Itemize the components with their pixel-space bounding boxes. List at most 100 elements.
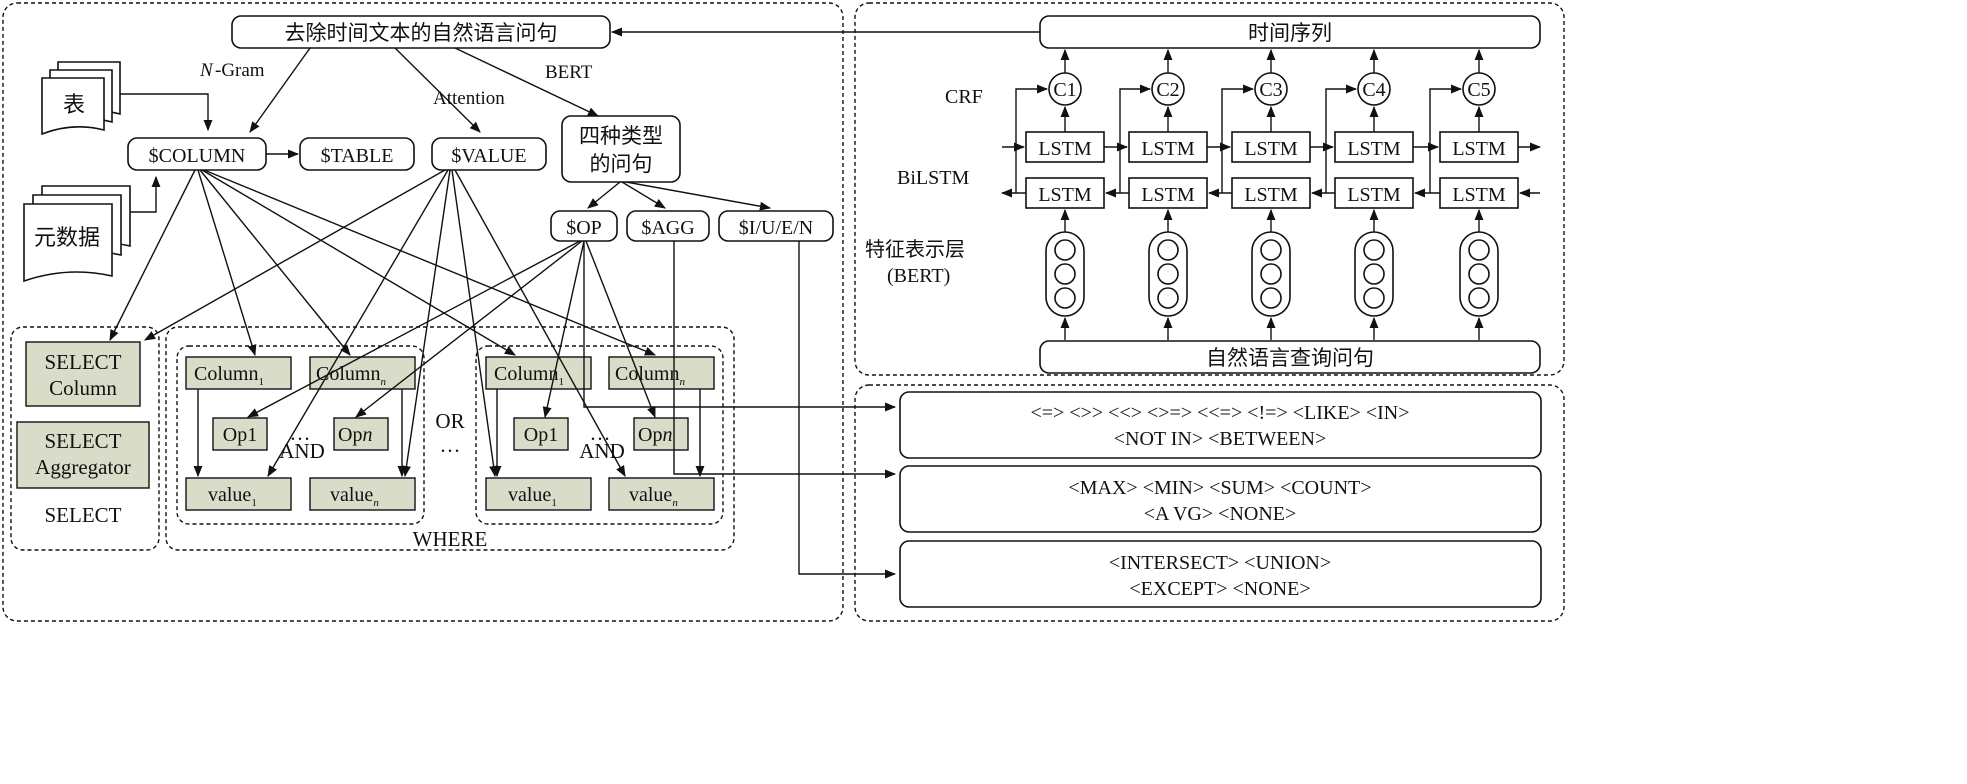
lstm-backward [1231,177,1311,209]
clause2-valuen-text: valuen [629,484,678,509]
lstm-backward-label: LSTM [1244,184,1298,206]
bilstm-crf-panel [854,2,1565,376]
edge-question-four-types [454,47,600,117]
lstm-col-5: C5 LSTM LSTM [1429,48,1519,340]
iuen-placeholder [718,210,834,242]
edge-question-value [394,47,481,133]
where-group [165,326,735,551]
set-operation-line2: <EXCEPT> <NONE> [1129,578,1310,600]
lstm-backward [1025,177,1105,209]
time-sequence-text: 时间序列 [1248,21,1332,45]
lstm-backward [1128,177,1208,209]
edge-op-to-opsets [583,241,897,412]
question-box [231,15,611,49]
lstm-backward [1439,177,1519,209]
crf-label: CRF [945,86,983,108]
lstm-col-4: C4 LSTM LSTM [1325,48,1414,340]
clause1-value1-text: value1 [208,484,257,509]
left-panel [2,2,844,622]
crf-node-label: C4 [1362,79,1385,101]
clause2-op1 [513,417,569,451]
lstm-forward-label: LSTM [1038,138,1092,160]
clause1-and: AND [279,439,325,463]
agg-placeholder [626,210,710,242]
metadata-doc-label: 元数据 [34,225,100,250]
agg-placeholder-text: $AGG [641,217,694,239]
lstm-recurrent-edges [1000,142,1542,198]
clause1-valuen-text: valuen [330,484,379,509]
table-doc-label: 表 [63,92,85,117]
lstm-col-3: C3 LSTM LSTM [1221,48,1311,340]
lstm-forward-label: LSTM [1141,138,1195,160]
clause2-op1-text: Op1 [524,424,558,446]
operator-set-line2: <NOT IN> <BETWEEN> [1114,428,1327,450]
select-aggregator-line1: SELECT [45,429,122,453]
column-fanout-edges [109,169,657,357]
column-placeholder-text: $COLUMN [149,145,246,167]
where-clause-2 [475,345,724,525]
value-fanout-edges [144,169,626,478]
where-group-label: WHERE [413,527,488,551]
clause1-op1-text: Op1 [223,424,257,446]
question-text: 去除时间文本的自然语言问句 [285,21,558,45]
edge-agg-to-aggsets [673,241,897,479]
lstm-backward-label: LSTM [1141,184,1195,206]
lstm-col-1: C1 LSTM LSTM [1015,48,1105,340]
table-placeholder-text: $TABLE [321,145,394,167]
clause1-valuen [309,477,416,511]
set-operation-line1: <INTERSECT> <UNION> [1109,552,1331,574]
edge-types-op [587,181,621,209]
crf-node-label: C2 [1156,79,1179,101]
ngram-n-label: N [199,60,214,81]
clause1-value1 [185,477,292,511]
select-aggregator-line2: Aggregator [35,455,131,479]
attention-label: Attention [433,88,505,109]
or-label: OR [435,409,464,433]
crf-node-label: C1 [1053,79,1076,101]
iuen-placeholder-text: $I/U/E/N [739,217,813,239]
aggregator-set-line2: <A VG> <NONE> [1144,503,1297,525]
where-clause-1 [176,345,425,525]
clause2-column1-text: Column1 [494,363,564,388]
value-placeholder-text: $VALUE [451,145,526,167]
aggregator-set-box [899,465,1542,533]
edge-types-iuen [625,181,772,211]
clause2-value1-text: value1 [508,484,557,509]
edge-types-agg [621,181,666,209]
lstm-forward-label: LSTM [1347,138,1401,160]
edge-iuen-to-setops [798,241,897,579]
lstm-backward [1334,177,1414,209]
clause1-column1 [185,356,292,390]
clause1-ellipsis: … [290,421,311,445]
operator-set-box [899,391,1542,459]
op-fanout-edges [247,240,656,419]
clause1-columnn-text: Columnn [316,363,386,388]
clause2-columnn-text: Columnn [615,363,685,388]
feature-layer-label: 特征表示层 [865,238,965,261]
clause2-value1 [485,477,592,511]
clause2-and: AND [579,439,625,463]
metadata-doc-icon: 元数据 [23,185,131,283]
set-operation-box [899,540,1542,608]
lstm-backward-label: LSTM [1038,184,1092,206]
operator-set-line1: <=> <>> <<> <>=> <<=> <!=> <LIKE> <IN> [1030,402,1409,424]
table-placeholder [299,137,415,171]
select-group [10,326,160,551]
edge-question-column [249,47,311,133]
nl-query-text: 自然语言查询问句 [1206,346,1374,370]
operator-sets-panel [854,384,1565,622]
clause2-columnn [608,356,715,390]
select-column-line2: Column [49,376,117,400]
bert-label: BERT [545,62,593,83]
lstm-forward-label: LSTM [1244,138,1298,160]
clause1-opn-text: Opn [338,424,372,446]
clause1-opn [333,417,389,451]
diagram-canvas: 去除时间文本的自然语言问句 N -Gram Attention BERT 表 元… [2,2,1565,622]
aggregator-set-line1: <MAX> <MIN> <SUM> <COUNT> [1068,477,1371,499]
bilstm-label: BiLSTM [897,167,969,189]
clause2-opn [633,417,689,451]
table-doc-icon: 表 [41,61,121,136]
select-group-label: SELECT [45,503,122,527]
feature-layer-sublabel: (BERT) [887,265,950,287]
select-column-box [25,341,141,407]
